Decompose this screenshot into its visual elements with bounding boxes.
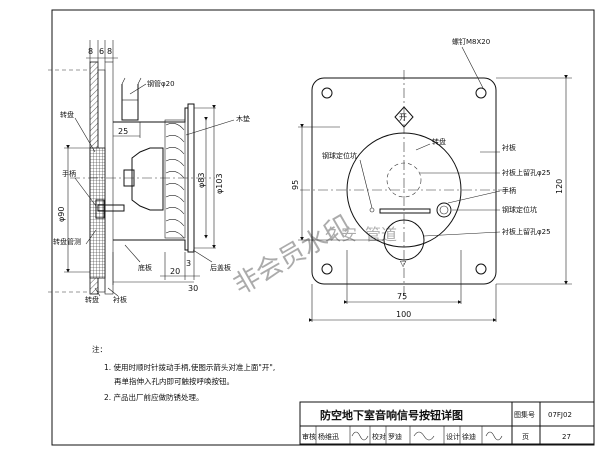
page-label: 页 (522, 433, 529, 441)
dim-8-left: 8 (88, 47, 93, 56)
dim-30: 30 (188, 284, 198, 293)
dim-6: 6 (99, 47, 104, 56)
label-liner-hole-top: 衬板上留孔φ25 (502, 168, 551, 177)
note-line-2: 再单指伸入孔内即可触按呼唤按钮。 (114, 376, 234, 386)
dim-8-right: 8 (107, 47, 112, 56)
check-name: 罗迪 (388, 432, 402, 441)
open-mark: 开 (399, 113, 407, 122)
label-handle-front: 手柄 (502, 186, 516, 195)
watermark-guandao: 管道 (365, 225, 397, 244)
review-name: 杨维迅 (318, 432, 339, 441)
notes-heading: 注： (92, 344, 107, 354)
dim-120: 120 (555, 179, 564, 194)
dim-100: 100 (396, 310, 411, 319)
label-steel-ball-left: 钢球定位坑 (322, 151, 357, 160)
dim-25: 25 (118, 127, 128, 136)
label-turntable-front: 转盘 (432, 137, 446, 146)
dim-3: 3 (186, 259, 191, 268)
label-steel-ball-right: 钢球定位坑 (502, 205, 537, 214)
dim-75: 75 (397, 292, 407, 301)
turntable-section (89, 147, 106, 279)
dim-95: 95 (291, 180, 300, 190)
handle-shape (97, 204, 125, 212)
side-view: 8 6 8 (48, 40, 250, 304)
label-bolt: 螺钉M8X20 (452, 37, 490, 46)
front-view: 开 ▽ 95 120 75 100 螺钉M8X20 转盘 衬板 (291, 37, 572, 322)
dim-phi83: φ83 (197, 173, 206, 188)
atlas-label: 图集号 (514, 410, 535, 419)
label-handle-side: 手柄 (62, 169, 76, 178)
design-signature (485, 431, 503, 441)
check-label: 校对 (372, 432, 386, 441)
arrow-mark: ▽ (400, 259, 407, 268)
design-name: 徐迪 (462, 432, 476, 441)
drawing-title: 防空地下室音响信号按钮详图 (320, 408, 463, 422)
watermark-jiuan: 久安 (325, 225, 357, 244)
watermarks: 久安 管道 非会员水印 (229, 210, 398, 301)
sheet-frame (51, 9, 595, 446)
review-signature (351, 431, 369, 441)
label-turntable-bottom: 转盘 (85, 295, 99, 304)
check-signature (413, 431, 435, 441)
label-base-plate: 底板 (138, 263, 152, 272)
label-pipe: 钢管φ20 (147, 79, 175, 88)
title-block: 防空地下室音响信号按钮详图 图集号 07FJ02 审核 杨维迅 校对 罗迪 设计… (299, 401, 595, 445)
dim-20: 20 (170, 267, 180, 276)
design-label: 设计 (446, 432, 460, 441)
label-liner-hole-bottom: 衬板上留孔φ25 (502, 227, 551, 236)
label-wood-pad: 木垫 (236, 114, 250, 123)
notes: 注： 1. 使用时顺时针拨动手柄,使图示箭头对准上面"开", 再单指伸入孔内即可… (92, 344, 275, 402)
watermark-nonmember: 非会员水印 (229, 210, 357, 301)
note-line-3: 2. 产品出厂前应做防锈处理。 (104, 392, 204, 402)
label-liner: 衬板 (502, 143, 516, 152)
atlas-number: 07FJ02 (548, 411, 572, 419)
label-back-cover: 后盖板 (210, 263, 231, 272)
page-number: 27 (562, 433, 571, 441)
note-line-1: 1. 使用时顺时针拨动手柄,使图示箭头对准上面"开", (104, 362, 275, 372)
label-liner-bottom: 衬板 (113, 295, 127, 304)
dim-phi90: φ90 (57, 207, 66, 222)
label-turntable-side: 转盘 (60, 110, 74, 119)
label-turntable-shaft: 转盘管测 (53, 237, 81, 246)
review-label: 审核 (302, 432, 316, 441)
dim-phi103: φ103 (215, 173, 224, 194)
